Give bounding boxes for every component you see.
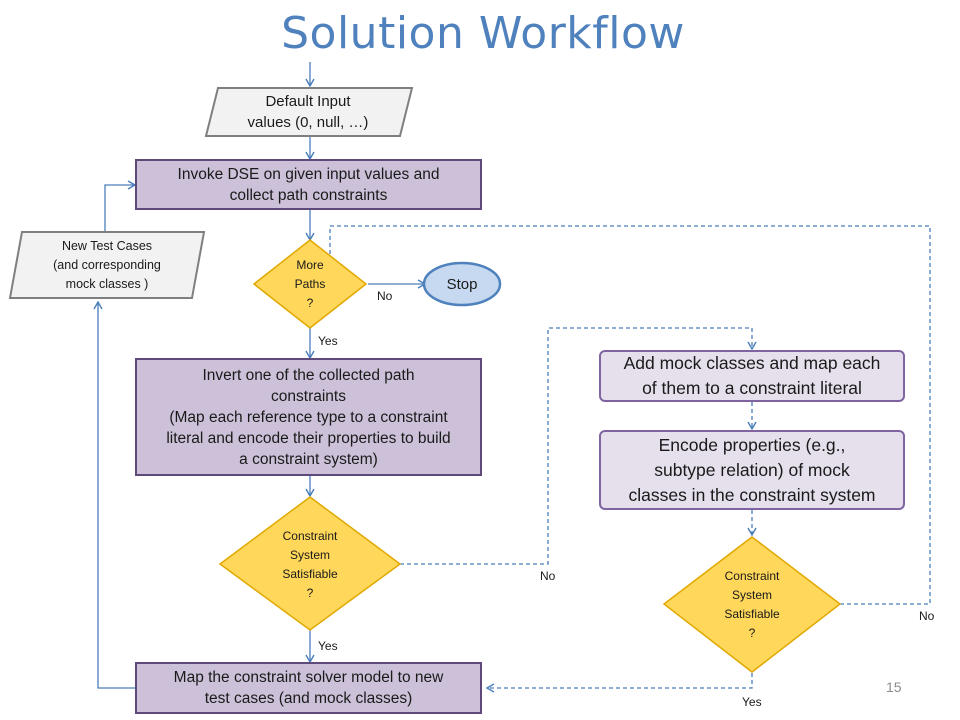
more-paths-node: More Paths ? bbox=[270, 252, 350, 316]
map-model-line1: Map the constraint solver model to new bbox=[173, 669, 444, 686]
arrow-satleft-no-to-addmock bbox=[400, 327, 757, 565]
sat-right-line4: ? bbox=[748, 626, 756, 640]
invert-constraint-box: Invert one of the collected path constra… bbox=[135, 358, 482, 476]
new-test-cases-line3: mock classes ) bbox=[65, 276, 149, 291]
encode-line2: subtype relation) of mock bbox=[654, 459, 850, 480]
invoke-dse-box: Invoke DSE on given input values and col… bbox=[135, 159, 482, 210]
sat-right-line2: System bbox=[731, 588, 772, 602]
invoke-dse-line1: Invoke DSE on given input values and bbox=[177, 165, 440, 183]
sat-right-line1: Constraint bbox=[724, 569, 780, 583]
sat-left-line4: ? bbox=[306, 586, 314, 600]
encode-properties-box: Encode properties (e.g., subtype relatio… bbox=[599, 430, 905, 510]
sat-left-line3: Satisfiable bbox=[282, 567, 338, 581]
map-model-box: Map the constraint solver model to new t… bbox=[135, 662, 482, 714]
sat-left-line2: System bbox=[289, 548, 330, 562]
invert-line2: constraints bbox=[271, 387, 346, 405]
add-mock-classes-box: Add mock classes and map each of them to… bbox=[599, 350, 905, 402]
arrow-satright-yes-to-map bbox=[485, 673, 753, 693]
new-test-cases-line1: New Test Cases bbox=[61, 238, 153, 253]
default-input-shape bbox=[204, 87, 414, 137]
default-input-line2: values (0, null, …) bbox=[247, 114, 369, 131]
more-paths-yes-label: Yes bbox=[318, 334, 338, 348]
more-paths-line2: Paths bbox=[294, 276, 326, 291]
arrow-newtests-to-invoke bbox=[104, 180, 137, 232]
sat-left-line1: Constraint bbox=[282, 529, 338, 543]
add-mock-line1: Add mock classes and map each bbox=[623, 353, 881, 373]
stop-ellipse bbox=[422, 261, 502, 307]
sat-left-diamond bbox=[218, 496, 402, 631]
sat-right-no-label: No bbox=[919, 609, 935, 623]
invert-line3: (Map each reference type to a constraint bbox=[169, 408, 448, 426]
invert-line4: literal and encode their properties to b… bbox=[166, 429, 451, 447]
slide-title: Solution Workflow bbox=[281, 8, 685, 59]
sat-right-yes-label: Yes bbox=[742, 695, 762, 709]
sat-left-yes-label: Yes bbox=[318, 639, 338, 653]
arrow-map-to-newtests bbox=[93, 300, 135, 689]
encode-line3: classes in the constraint system bbox=[628, 484, 876, 505]
sat-right-line3: Satisfiable bbox=[724, 607, 780, 621]
stop-node: Stop bbox=[446, 275, 478, 293]
arrow-satright-no-to-morepaths bbox=[329, 225, 931, 605]
new-test-cases-node: New Test Cases (and corresponding mock c… bbox=[14, 232, 200, 298]
sat-right-diamond bbox=[662, 536, 842, 673]
map-model-line2: test cases (and mock classes) bbox=[204, 690, 413, 707]
default-input-node: Default Input values (0, null, …) bbox=[210, 88, 406, 136]
sat-left-node: Constraint System Satisfiable ? bbox=[255, 524, 365, 606]
sat-left-no-label: No bbox=[540, 569, 556, 583]
more-paths-line3: ? bbox=[306, 295, 314, 310]
sat-right-node: Constraint System Satisfiable ? bbox=[697, 564, 807, 646]
invoke-dse-line2: collect path constraints bbox=[229, 186, 388, 204]
add-mock-line2: of them to a constraint literal bbox=[642, 378, 862, 398]
more-paths-diamond bbox=[252, 239, 368, 329]
invert-line5: a constraint system) bbox=[239, 450, 378, 468]
more-paths-no-label: No bbox=[377, 289, 393, 303]
new-test-cases-line2: (and corresponding bbox=[53, 257, 161, 272]
default-input-line1: Default Input bbox=[265, 93, 351, 110]
page-number: 15 bbox=[886, 679, 902, 695]
more-paths-line1: More bbox=[296, 257, 324, 272]
new-test-cases-shape bbox=[8, 231, 206, 299]
invert-line1: Invert one of the collected path bbox=[202, 366, 415, 384]
encode-line1: Encode properties (e.g., bbox=[658, 434, 846, 455]
